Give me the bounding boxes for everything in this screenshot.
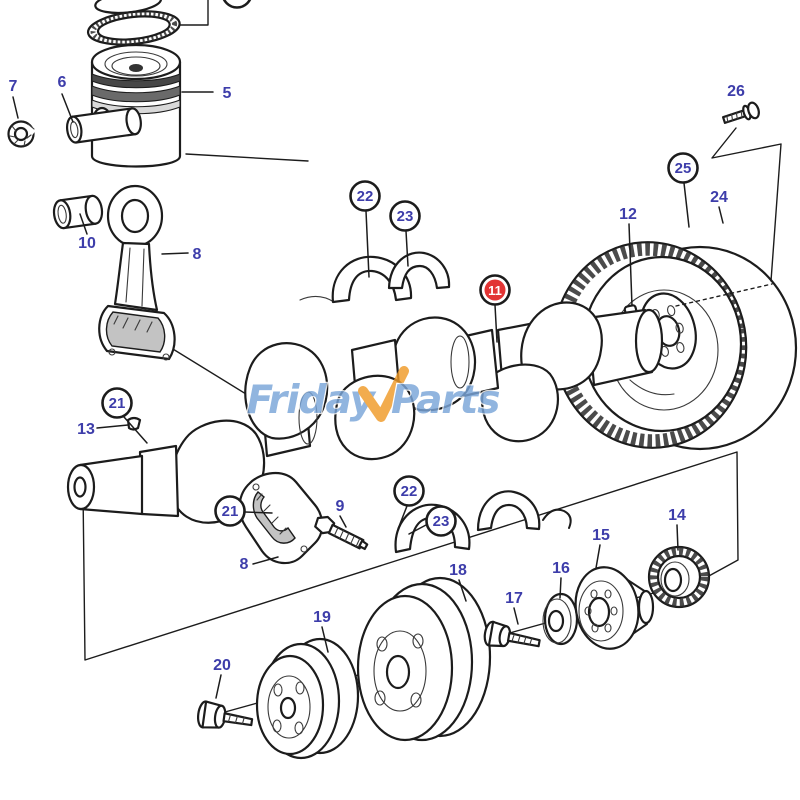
part-label-8: 8	[193, 246, 202, 263]
upper-main-bearing-shells	[331, 251, 451, 304]
wrist-pin	[65, 107, 142, 144]
watermark-text-left: Friday	[247, 378, 377, 423]
svg-text:25: 25	[675, 160, 692, 177]
part-label-20: 20	[213, 657, 231, 674]
orange-check-icon	[358, 366, 409, 422]
flywheel-bolt	[721, 101, 760, 124]
woodruff-key	[126, 416, 142, 431]
rod-bearing-cap	[238, 472, 324, 565]
lower-main-bearing-shells	[394, 490, 572, 554]
svg-text:22: 22	[401, 483, 418, 500]
callout-22: 22	[349, 180, 381, 212]
rod-cap-bolt	[314, 515, 369, 551]
piston	[90, 43, 182, 168]
part-label-15: 15	[592, 527, 610, 544]
part-label-9: 9	[336, 498, 345, 515]
callout-layer: 21 21 22 23 22 23 25 11	[101, 0, 699, 537]
small-end-bushing	[52, 194, 104, 230]
callout-25: 25	[667, 152, 699, 184]
callout-22: 22	[393, 475, 425, 507]
part-label-6: 6	[58, 74, 67, 91]
part-label-19: 19	[313, 609, 331, 626]
part-label-18: 18	[449, 562, 467, 579]
svg-text:21: 21	[222, 503, 239, 520]
callout-21: 21	[101, 387, 133, 419]
svg-text:23: 23	[433, 513, 450, 530]
part-label-8: 8	[240, 556, 249, 573]
part-label-14: 14	[668, 507, 686, 524]
part-label-26: 26	[727, 83, 745, 100]
watermark-text-right: Parts	[391, 378, 500, 423]
part-label-5: 5	[223, 85, 232, 102]
callout-11: 11	[479, 274, 511, 306]
label-layer: 7 6 5 10 8 13 9 8 12 26 24 18 19 20 17 16 15 14	[9, 74, 745, 674]
part-label-17: 17	[505, 590, 523, 607]
part-label-16: 16	[552, 560, 570, 577]
part-label-10: 10	[78, 235, 96, 252]
part-label-13: 13	[77, 421, 95, 438]
flywheel-bolt-bracket	[711, 127, 782, 282]
part-label-12: 12	[619, 206, 637, 223]
svg-text:11: 11	[488, 283, 502, 298]
pulley-hub	[574, 566, 655, 650]
callout-21: 21	[214, 495, 246, 527]
sealing-washer	[542, 592, 579, 646]
svg-text:21: 21	[109, 395, 126, 412]
crankshaft-gear	[647, 545, 711, 609]
callout-partial	[222, 0, 252, 9]
part-label-7: 7	[9, 78, 18, 95]
leader-lines	[12, 91, 724, 699]
callout-23: 23	[389, 200, 421, 232]
small-pulley	[255, 637, 360, 760]
part-label-24: 24	[710, 189, 728, 206]
svg-text:22: 22	[357, 188, 374, 205]
connecting-rod	[98, 184, 176, 361]
hub-bolt	[483, 620, 541, 648]
fridayparts-watermark: Friday Parts	[245, 366, 502, 424]
piston-rings	[86, 0, 181, 46]
pulley-bolt	[196, 700, 254, 729]
callout-23: 23	[425, 505, 457, 537]
pin-circlip	[7, 120, 36, 148]
large-pulley	[356, 576, 492, 742]
svg-text:23: 23	[397, 208, 414, 225]
